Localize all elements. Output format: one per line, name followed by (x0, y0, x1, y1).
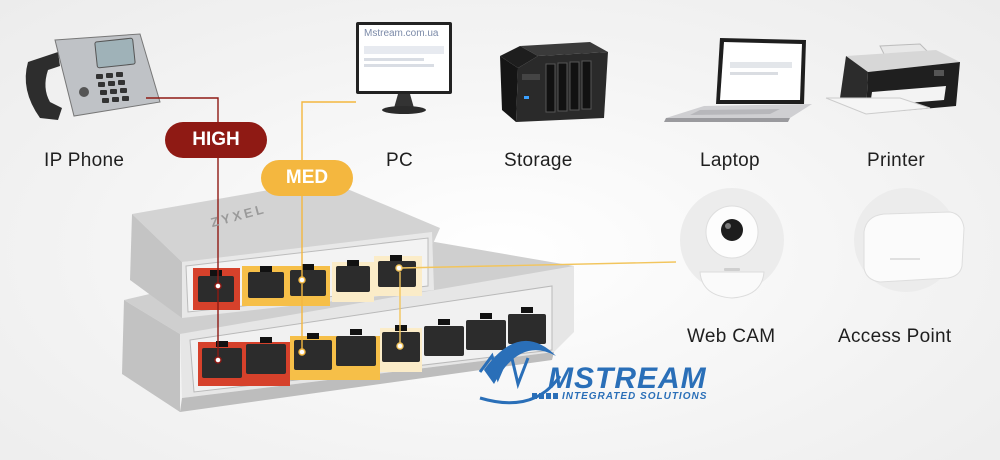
top-switch-ports (193, 255, 422, 310)
bottom-switch-ports (198, 307, 546, 386)
mstream-logo-emblem (478, 340, 562, 405)
ip-phone-label: IP Phone (44, 150, 125, 171)
med-priority-badge: MED (261, 160, 353, 196)
access-point-label: Access Point (838, 326, 952, 347)
storage-icon (500, 42, 608, 122)
connection-lines (146, 97, 677, 364)
pc-label: PC (386, 150, 413, 171)
high-priority-badge: HIGH (165, 122, 267, 158)
printer-label: Printer (867, 150, 926, 171)
ip-phone-icon (25, 33, 161, 120)
laptop-label: Laptop (700, 150, 760, 171)
logo-squares (532, 393, 558, 399)
logo-tagline: INTEGRATED SOLUTIONS (562, 391, 708, 402)
access-point-icon (854, 188, 965, 292)
storage-label: Storage (504, 150, 573, 171)
printer-icon (825, 43, 960, 115)
monitor-watermark: Mstream.com.ua (364, 28, 439, 39)
logo-name: MSTREAM (548, 362, 707, 395)
web-cam-icon (680, 188, 784, 299)
pc-icon (356, 22, 452, 114)
laptop-icon (664, 38, 812, 122)
web-cam-label: Web CAM (687, 326, 776, 347)
